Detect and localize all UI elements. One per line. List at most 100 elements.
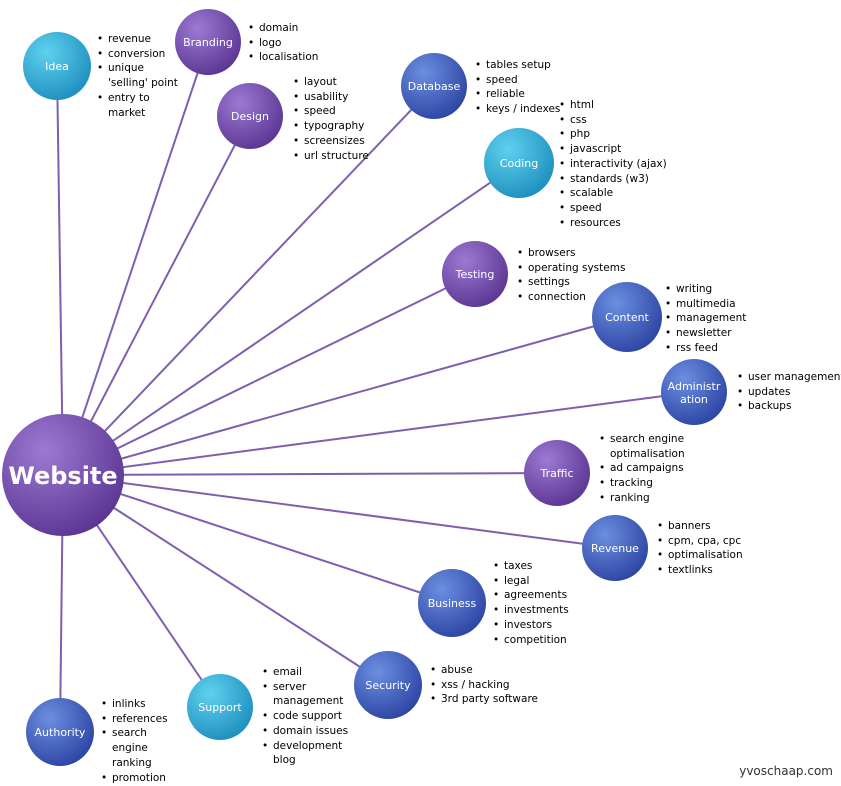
list-design: layoutusabilityspeedtypographyscreensize… <box>293 75 383 163</box>
connectors <box>56 41 695 733</box>
node-branding-label: Branding <box>183 36 233 49</box>
list-item: server management <box>262 680 357 709</box>
list-item: user management <box>737 370 841 385</box>
node-revenue-circle <box>582 515 648 581</box>
node-support-label: Support <box>198 701 242 714</box>
list-item: interactivity (ajax) <box>559 157 667 172</box>
list-item: browsers <box>517 246 625 261</box>
list-item: investors <box>493 618 569 633</box>
node-branding-circle <box>175 9 241 75</box>
list-item: rss feed <box>665 341 746 356</box>
connector-business <box>62 474 453 604</box>
node-traffic: Traffic <box>524 440 590 506</box>
node-idea: Idea <box>23 32 91 100</box>
center-node: Website <box>2 414 124 536</box>
center-node-circle <box>2 414 124 536</box>
list-item: javascript <box>559 142 667 157</box>
node-traffic-label: Traffic <box>539 467 573 480</box>
list-item: competition <box>493 633 569 648</box>
list-item: updates <box>737 385 841 400</box>
node-coding: Coding <box>484 128 554 198</box>
list-item: multimedia <box>665 297 746 312</box>
node-authority: Authority <box>26 698 94 766</box>
node-business-circle <box>418 569 486 637</box>
list-item: ranking <box>599 491 689 506</box>
list-item: reliable <box>475 87 560 102</box>
list-branding: domainlogolocalisation <box>248 21 318 65</box>
list-item: usability <box>293 90 383 105</box>
center-node-label: Website <box>8 462 117 490</box>
list-item: localisation <box>248 50 318 65</box>
list-item: legal <box>493 574 569 589</box>
node-testing-circle <box>442 241 508 307</box>
list-item: domain <box>248 21 318 36</box>
list-item: management <box>665 311 746 326</box>
list-item: php <box>559 127 667 142</box>
list-content: writingmultimediamanagementnewsletterrss… <box>665 282 746 356</box>
list-item: entry to market <box>97 91 187 120</box>
connector-idea <box>56 65 64 476</box>
list-item: cpm, cpa, cpc <box>657 534 743 549</box>
connector-testing <box>62 273 476 476</box>
list-item: unique 'selling' point <box>97 61 187 90</box>
node-support-circle <box>187 674 253 740</box>
list-revenue: bannerscpm, cpa, cpcoptimalisationtextli… <box>657 519 743 578</box>
list-item: development blog <box>262 739 357 768</box>
list-coding: htmlcssphpjavascriptinteractivity (ajax)… <box>559 98 667 230</box>
list-item: speed <box>559 201 667 216</box>
node-coding-circle <box>484 128 554 198</box>
list-item: scalable <box>559 186 667 201</box>
node-testing: Testing <box>442 241 508 307</box>
list-item: domain issues <box>262 724 357 739</box>
list-item: backups <box>737 399 841 414</box>
node-business: Business <box>418 569 486 637</box>
list-item: speed <box>475 73 560 88</box>
node-security: Security <box>354 651 422 719</box>
list-administration: user managementupdatesbackups <box>737 370 841 414</box>
node-content-label: Content <box>605 311 649 324</box>
connector-security <box>62 474 389 686</box>
list-item: 3rd party software <box>430 692 538 707</box>
list-item: promotion <box>101 771 186 786</box>
list-item: typography <box>293 119 383 134</box>
node-idea-circle <box>23 32 91 100</box>
list-item: revenue <box>97 32 187 47</box>
list-item: resources <box>559 216 667 231</box>
list-idea: revenueconversionunique 'selling' pointe… <box>97 32 187 120</box>
node-security-label: Security <box>365 679 411 692</box>
list-item: operating systems <box>517 261 625 276</box>
list-item: logo <box>248 36 318 51</box>
node-branding: Branding <box>175 9 241 75</box>
list-item: email <box>262 665 357 680</box>
connector-content <box>62 316 628 476</box>
watermark: yvoschaap.com <box>739 764 833 778</box>
connector-coding <box>62 162 520 476</box>
nodes: IdeaBrandingDesignDatabaseCodingTestingC… <box>2 9 727 766</box>
list-item: references <box>101 712 186 727</box>
node-authority-label: Authority <box>35 726 86 739</box>
list-item: standards (w3) <box>559 172 667 187</box>
node-authority-circle <box>26 698 94 766</box>
node-idea-label: Idea <box>45 60 69 73</box>
node-business-label: Business <box>428 597 477 610</box>
node-design: Design <box>217 83 283 149</box>
node-coding-label: Coding <box>500 157 538 170</box>
node-database-circle <box>401 53 467 119</box>
list-database: tables setupspeedreliablekeys / indexes <box>475 58 560 117</box>
list-item: textlinks <box>657 563 743 578</box>
node-administration-circle <box>661 359 727 425</box>
list-item: css <box>559 113 667 128</box>
list-item: inlinks <box>101 697 186 712</box>
list-item: tracking <box>599 476 689 491</box>
list-item: settings <box>517 275 625 290</box>
list-item: tables setup <box>475 58 560 73</box>
list-item: xss / hacking <box>430 678 538 693</box>
list-item: html <box>559 98 667 113</box>
list-item: newsletter <box>665 326 746 341</box>
list-item: url structure <box>293 149 383 164</box>
node-testing-label: Testing <box>455 268 495 281</box>
list-item: layout <box>293 75 383 90</box>
list-item: ad campaigns <box>599 461 689 476</box>
